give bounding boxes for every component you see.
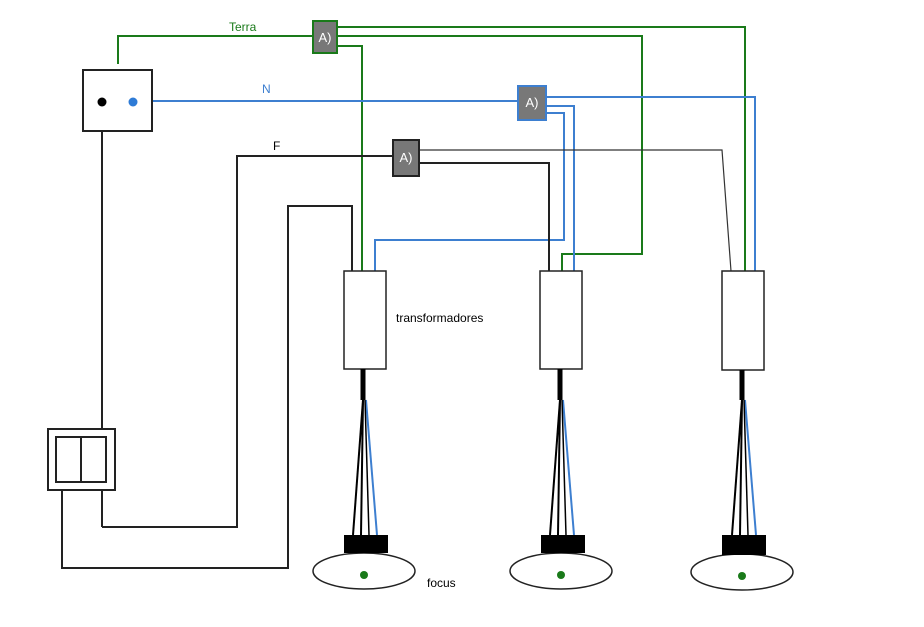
transformer-2 [539,270,583,370]
switch-rocker-right [80,436,107,483]
phase-wire-feed [102,155,393,528]
neutral-wire-transformer-3 [546,96,756,271]
phase-label: F [273,139,280,153]
double-light-switch [47,428,116,491]
lamp-2-center-dot [557,571,565,579]
neutral-terminal-dot [128,97,138,107]
lamp-3-socket [722,535,766,555]
transformer-3 [721,270,765,371]
junction-box-neutral-label: A) [526,95,539,110]
transformers-label: transformadores [396,311,483,325]
phase-terminal-dot [97,97,107,107]
power-source-outline [82,69,153,132]
power-source-box [82,69,153,132]
lamp-cable-2 [549,369,575,536]
lamp-2-socket [541,535,585,553]
neutral-label: N [262,82,271,96]
switch-rocker-left [55,436,82,483]
lamp-3-center-dot [738,572,746,580]
junction-box-phase: A) [392,139,420,177]
lamp-cable-1 [352,369,378,536]
ground-wires [117,26,746,271]
junction-box-ground: A) [312,20,338,54]
junction-box-phase-label: A) [400,150,413,165]
phase-wire-transformer-3 [419,149,732,272]
lamp-2 [509,535,613,590]
lamp-1-socket [344,535,388,553]
lamp-cable-3 [731,370,757,536]
neutral-wire-transformer-1 [374,112,565,271]
ground-label: Terra [229,20,257,34]
lamps-label: focus [427,576,456,590]
lamp-1 [312,535,416,590]
neutral-wires [133,96,756,271]
phase-wire-switched [61,205,353,569]
ground-wire-transformer-2 [337,35,643,271]
neutral-wire-transformer-2 [546,105,575,271]
lamp-3 [690,535,794,591]
transformer-1 [343,270,387,370]
lamp-1-center-dot [360,571,368,579]
ground-wire-transformer-1 [337,45,363,271]
junction-box-neutral: A) [517,85,547,121]
junction-box-ground-label: A) [319,30,332,45]
phase-wire-transformer-2 [419,162,550,271]
ground-wire-transformer-3 [337,26,746,271]
phase-wires [61,102,550,569]
ground-wire-feed [117,35,313,64]
